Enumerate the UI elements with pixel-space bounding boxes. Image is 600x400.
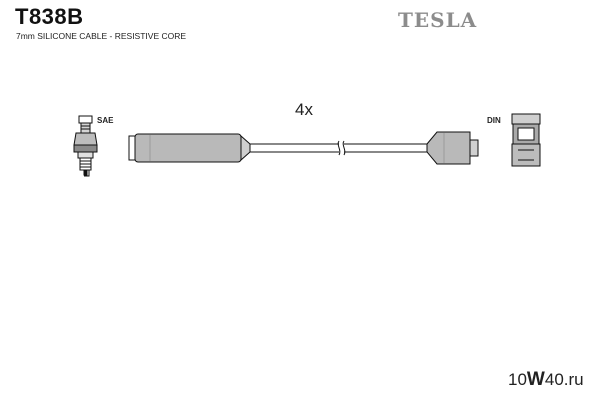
cable-description: 7mm SILICONE CABLE - RESISTIVE CORE	[16, 31, 187, 41]
din-terminal-icon	[511, 113, 541, 167]
din-label: DIN	[487, 116, 501, 125]
spark-plug-icon	[73, 115, 98, 177]
quantity-label: 4x	[295, 100, 313, 119]
straight-boot-icon	[128, 133, 251, 163]
sae-label: SAE	[97, 116, 114, 125]
watermark-suffix: 40.ru	[544, 370, 584, 389]
din-boot-icon	[426, 131, 479, 165]
cable-line	[250, 140, 427, 156]
brand-logo: TESLA	[398, 8, 478, 32]
watermark: 10W40.ru	[508, 369, 584, 391]
watermark-prefix: 10	[508, 370, 527, 389]
watermark-big: W	[526, 369, 545, 390]
part-number: T838B	[15, 4, 84, 29]
